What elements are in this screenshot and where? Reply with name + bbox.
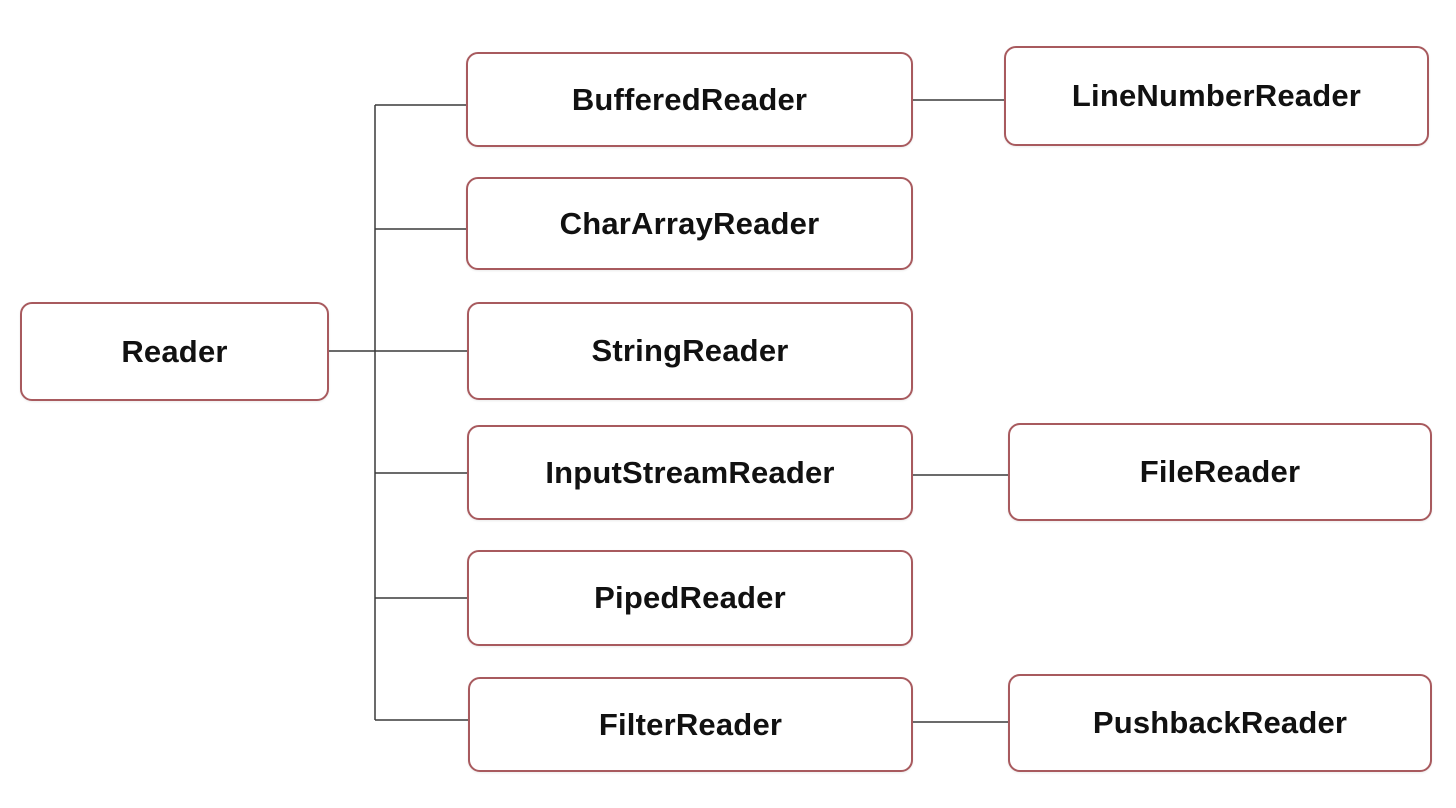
node-linenumberreader: LineNumberReader [1004,46,1429,146]
node-stringreader-label: StringReader [591,333,789,368]
node-bufferedreader-label: BufferedReader [571,81,808,117]
node-filterreader: FilterReader [468,677,913,772]
node-pipedreader-label: PipedReader [594,580,786,615]
node-inputstreamreader-label: InputStreamReader [545,454,835,490]
node-bufferedreader: BufferedReader [466,52,913,147]
node-filereader-label: FileReader [1139,454,1301,489]
node-linenumberreader-label: LineNumberReader [1071,78,1362,113]
node-pushbackreader-label: PushbackReader [1092,705,1348,740]
node-reader: Reader [20,302,329,401]
node-chararrayreader: CharArrayReader [466,177,913,270]
node-pipedreader: PipedReader [467,550,913,646]
node-filereader: FileReader [1008,423,1432,521]
node-reader-label: Reader [121,333,228,369]
node-inputstreamreader: InputStreamReader [467,425,913,520]
node-pushbackreader: PushbackReader [1008,674,1432,772]
node-filterreader-label: FilterReader [598,706,783,742]
node-stringreader: StringReader [467,302,913,400]
node-chararrayreader-label: CharArrayReader [559,205,820,241]
